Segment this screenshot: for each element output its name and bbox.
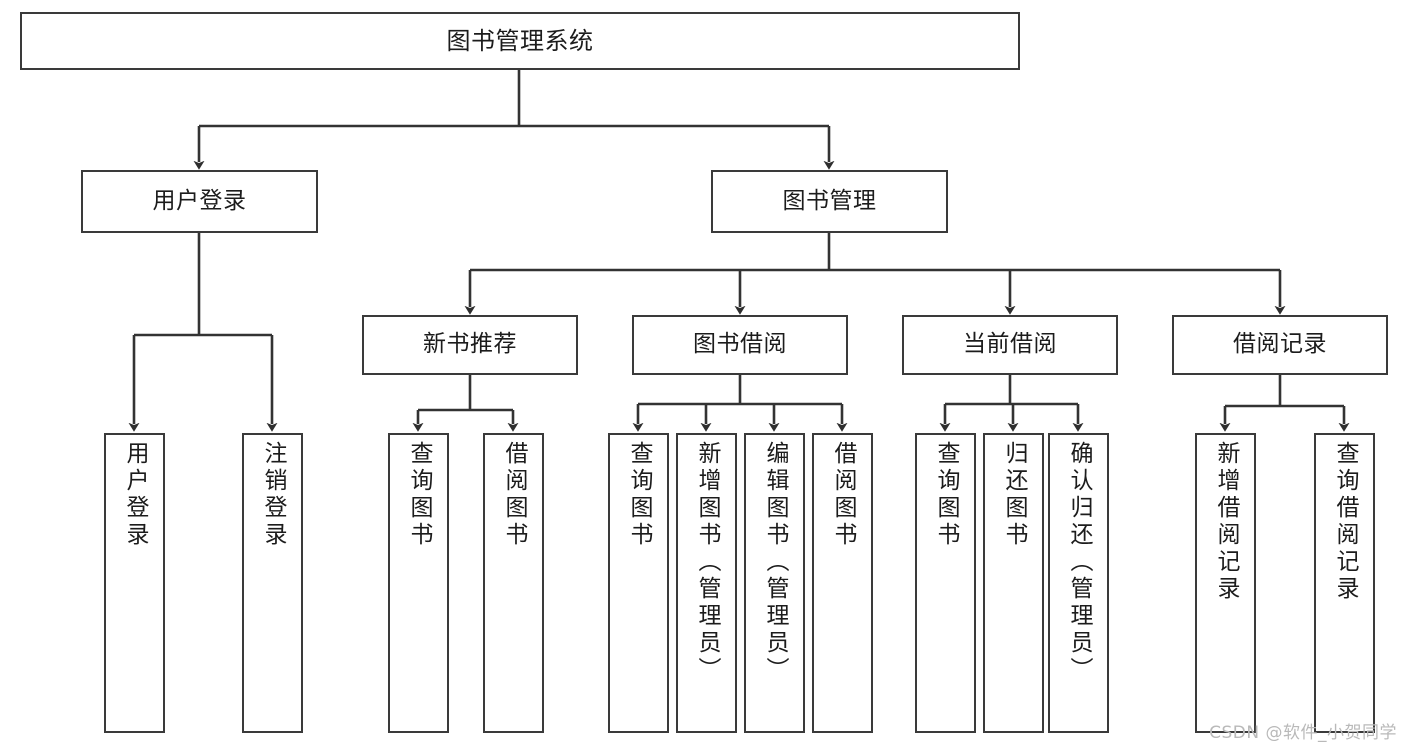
- leaf-user-login[interactable]: 用户登录: [104, 433, 165, 733]
- node-label: 图书管理: [782, 187, 877, 214]
- leaf-add-borrow-record[interactable]: 新增借阅记录: [1195, 433, 1256, 733]
- leaf-add-book-admin[interactable]: 新增图书（管理员）: [676, 433, 737, 733]
- node-user-login[interactable]: 用户登录: [81, 170, 318, 233]
- node-label: 用户登录: [122, 441, 148, 549]
- node-label: 新书推荐: [423, 331, 517, 358]
- node-label: 编辑图书（管理员）: [762, 441, 788, 684]
- leaf-query-book-borrow[interactable]: 查询图书: [608, 433, 669, 733]
- node-label: 借阅图书: [501, 441, 527, 549]
- node-label: 确认归还（管理员）: [1066, 441, 1092, 684]
- node-label: 借阅记录: [1233, 331, 1327, 358]
- node-label: 图书借阅: [693, 331, 787, 358]
- node-label: 新增借阅记录: [1213, 441, 1239, 603]
- node-label: 借阅图书: [830, 441, 856, 549]
- node-current-borrow[interactable]: 当前借阅: [902, 315, 1118, 375]
- leaf-query-borrow-record[interactable]: 查询借阅记录: [1314, 433, 1375, 733]
- node-label: 用户登录: [152, 187, 247, 214]
- leaf-borrow-book-borrow[interactable]: 借阅图书: [812, 433, 873, 733]
- node-label: 注销登录: [260, 441, 286, 549]
- node-label: 新增图书（管理员）: [694, 441, 720, 684]
- watermark: CSDN @软件_小贺同学: [1209, 723, 1397, 743]
- node-book-borrow[interactable]: 图书借阅: [632, 315, 848, 375]
- node-root-system[interactable]: 图书管理系统: [20, 12, 1020, 70]
- leaf-borrow-book-new-recommend[interactable]: 借阅图书: [483, 433, 544, 733]
- node-label: 归还图书: [1001, 441, 1027, 549]
- node-label: 查询图书: [626, 441, 652, 549]
- node-book-management[interactable]: 图书管理: [711, 170, 948, 233]
- node-label: 查询图书: [933, 441, 959, 549]
- leaf-return-book[interactable]: 归还图书: [983, 433, 1044, 733]
- node-label: 当前借阅: [963, 331, 1057, 358]
- leaf-logout-login[interactable]: 注销登录: [242, 433, 303, 733]
- node-borrow-record[interactable]: 借阅记录: [1172, 315, 1388, 375]
- node-label: 查询图书: [406, 441, 432, 549]
- leaf-query-book-new-recommend[interactable]: 查询图书: [388, 433, 449, 733]
- leaf-edit-book-admin[interactable]: 编辑图书（管理员）: [744, 433, 805, 733]
- leaf-confirm-return-admin[interactable]: 确认归还（管理员）: [1048, 433, 1109, 733]
- node-label: 图书管理系统: [446, 26, 594, 55]
- node-new-book-recommend[interactable]: 新书推荐: [362, 315, 578, 375]
- node-label: 查询借阅记录: [1332, 441, 1358, 603]
- leaf-query-book-current[interactable]: 查询图书: [915, 433, 976, 733]
